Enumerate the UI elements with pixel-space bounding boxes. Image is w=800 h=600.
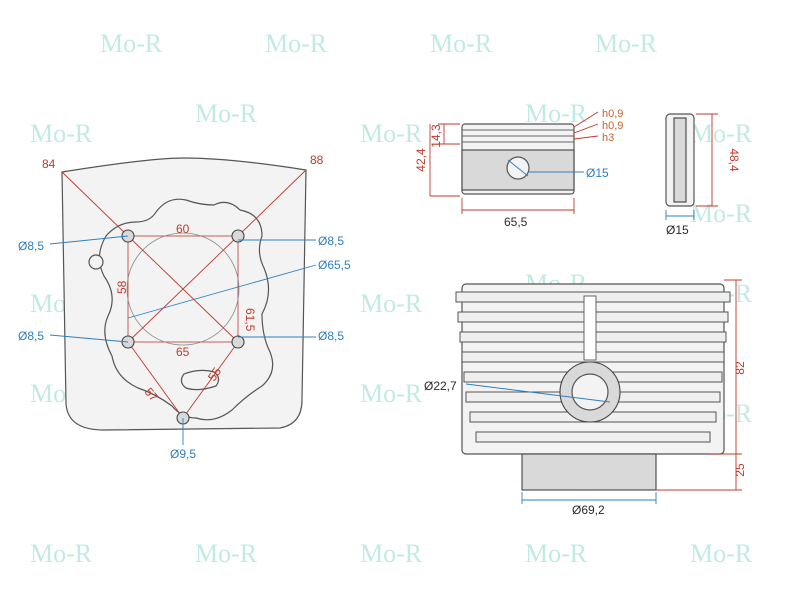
leader-line	[49, 334, 129, 343]
dimension-bolt-spacing-top: 60	[176, 222, 190, 236]
cylinder: 82 25 Ø22,7 Ø69,2	[424, 279, 747, 517]
watermark-text: Mo-R	[595, 29, 658, 58]
corner-line-right	[237, 169, 307, 237]
dimension-ring3: h3	[602, 132, 614, 144]
dimension-hole-bottom-right: Ø8,5	[318, 329, 344, 343]
diagonal-line	[127, 235, 239, 343]
dimension-pin-bore: Ø15	[586, 166, 609, 180]
dimension-bolt-spacing-left: 58	[115, 280, 129, 294]
leader-line	[573, 135, 599, 140]
watermark-text: Mo-R	[360, 119, 423, 148]
corner-line-left	[61, 171, 129, 237]
cylinder-skirt	[521, 453, 657, 491]
watermark-text: Mo-R	[30, 539, 93, 568]
dimension-hole-top-left: Ø8,5	[18, 239, 44, 253]
lower-line-left	[127, 341, 184, 419]
bolt-hole-top-right	[231, 229, 245, 243]
watermark-text: Mo-R	[690, 539, 753, 568]
watermark-text: Mo-R	[525, 539, 588, 568]
watermark-text: Mo-R	[195, 539, 258, 568]
watermark-text: Mo-R	[690, 119, 753, 148]
leader-line	[573, 111, 599, 128]
leader-line	[49, 235, 129, 245]
head-gasket: 84 88 60 65 58 61,5 57 55 Ø8,5 Ø8,5 Ø8,5…	[18, 153, 351, 461]
dimension-pin-length: 48,4	[727, 148, 741, 172]
cylinder-fin	[475, 431, 711, 443]
dimension-corner-right: 88	[310, 153, 324, 167]
dimension-bore: Ø65,5	[318, 258, 351, 272]
cylinder-port-inner	[571, 373, 609, 411]
watermark-text: Mo-R	[195, 99, 258, 128]
dimension-hole-top-right: Ø8,5	[318, 234, 344, 248]
dimension-hole-bottom-left: Ø8,5	[18, 329, 44, 343]
watermark-text: Mo-R	[30, 119, 93, 148]
watermark-text: Mo-R	[360, 539, 423, 568]
watermark-text: Mo-R	[430, 29, 493, 58]
dimension-piston-diameter: 65,5	[504, 215, 528, 229]
pin-bore-shading	[673, 117, 687, 203]
gasket-oil-passage	[180, 369, 220, 391]
bolt-square	[127, 235, 239, 343]
gasket-inner-cutout	[98, 198, 274, 421]
dimension-piston-height: 42,4	[414, 148, 428, 172]
watermark-text: Mo-R	[525, 99, 588, 128]
bolt-hole-bottom-right	[231, 335, 245, 349]
leader-line	[573, 123, 599, 134]
gasket-bore-circle	[126, 232, 240, 346]
dimension-ring-zone: 14,3	[429, 124, 443, 148]
piston: h0,9 h0,9 h3 14,3 42,4 Ø15 65,5	[414, 108, 623, 229]
leader-line	[507, 159, 529, 177]
dimension-ring1: h0,9	[602, 108, 623, 120]
watermark-text: Mo-R	[360, 289, 423, 318]
dimension-cylinder-height: 82	[733, 361, 747, 375]
dimension-skirt-height: 25	[733, 463, 747, 477]
dimension-diagonal: 61,5	[243, 308, 257, 332]
dimension-bolt-spacing-bottom: 65	[176, 345, 190, 359]
piston-pin: 48,4 Ø15	[665, 113, 741, 237]
dimension-corner-left: 84	[42, 157, 56, 171]
dimension-hole-bottom: Ø9,5	[170, 447, 196, 461]
lower-line-right	[182, 341, 239, 419]
dimension-ring2: h0,9	[602, 120, 623, 132]
leader-line	[127, 264, 317, 319]
dimension-port-diameter: Ø22,7	[424, 379, 457, 393]
dimension-skirt-diameter: Ø69,2	[572, 503, 605, 517]
watermark-text: Mo-R	[100, 29, 163, 58]
watermark-text: Mo-R	[265, 29, 328, 58]
dimension-pin-diameter: Ø15	[666, 223, 689, 237]
leader-line	[465, 383, 611, 403]
watermark-text: Mo-R	[360, 379, 423, 408]
cylinder-center-channel	[583, 295, 597, 361]
gasket-locator-hole	[88, 254, 104, 270]
watermark-text: Mo-R	[690, 199, 753, 228]
